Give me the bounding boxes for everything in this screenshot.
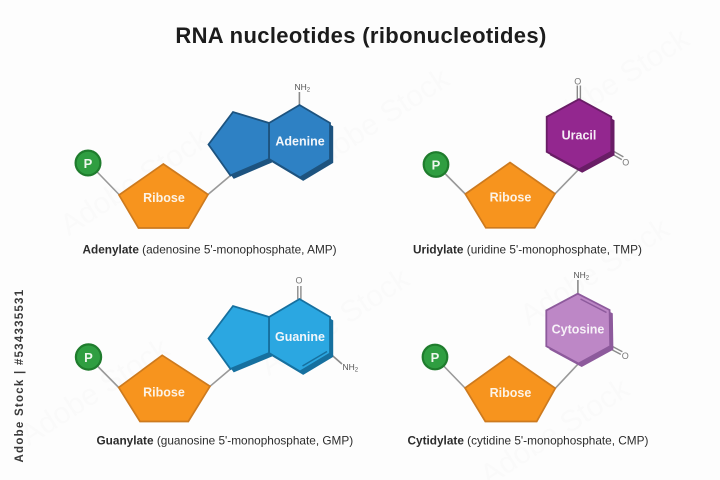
svg-text:Uridylate (uridine 5'-monophos: Uridylate (uridine 5'-monophosphate, TMP… (413, 243, 642, 257)
svg-text:NH2: NH2 (574, 270, 590, 282)
svg-text:P: P (432, 158, 441, 173)
svg-text:Uracil: Uracil (562, 129, 597, 143)
svg-text:P: P (431, 350, 440, 365)
svg-text:O: O (295, 276, 302, 286)
svg-text:Ribose: Ribose (490, 191, 532, 205)
svg-text:Adenylate (adenosine 5'-monoph: Adenylate (adenosine 5'-monophosphate, A… (83, 243, 337, 257)
svg-text:Adobe Stock | #534335531: Adobe Stock | #534335531 (14, 289, 26, 463)
svg-text:O: O (574, 77, 581, 87)
svg-text:Adenine: Adenine (275, 135, 324, 149)
svg-text:Guanine: Guanine (275, 330, 325, 344)
svg-text:Ribose: Ribose (143, 191, 185, 205)
svg-text:NH2: NH2 (343, 362, 359, 374)
svg-text:O: O (622, 157, 629, 167)
svg-text:Cytidylate (cytidine 5'-monoph: Cytidylate (cytidine 5'-monophosphate, C… (408, 434, 649, 448)
svg-text:NH2: NH2 (295, 82, 311, 94)
svg-text:Ribose: Ribose (490, 386, 532, 400)
svg-text:O: O (622, 351, 629, 361)
svg-text:Cytosine: Cytosine (552, 323, 605, 337)
svg-text:P: P (84, 156, 93, 171)
svg-text:RNA nucleotides (ribonucleotid: RNA nucleotides (ribonucleotides) (175, 23, 546, 48)
svg-text:P: P (84, 350, 93, 365)
svg-text:Ribose: Ribose (143, 386, 185, 400)
svg-text:Guanylate (guanosine 5'-monoph: Guanylate (guanosine 5'-monophosphate, G… (97, 434, 354, 448)
